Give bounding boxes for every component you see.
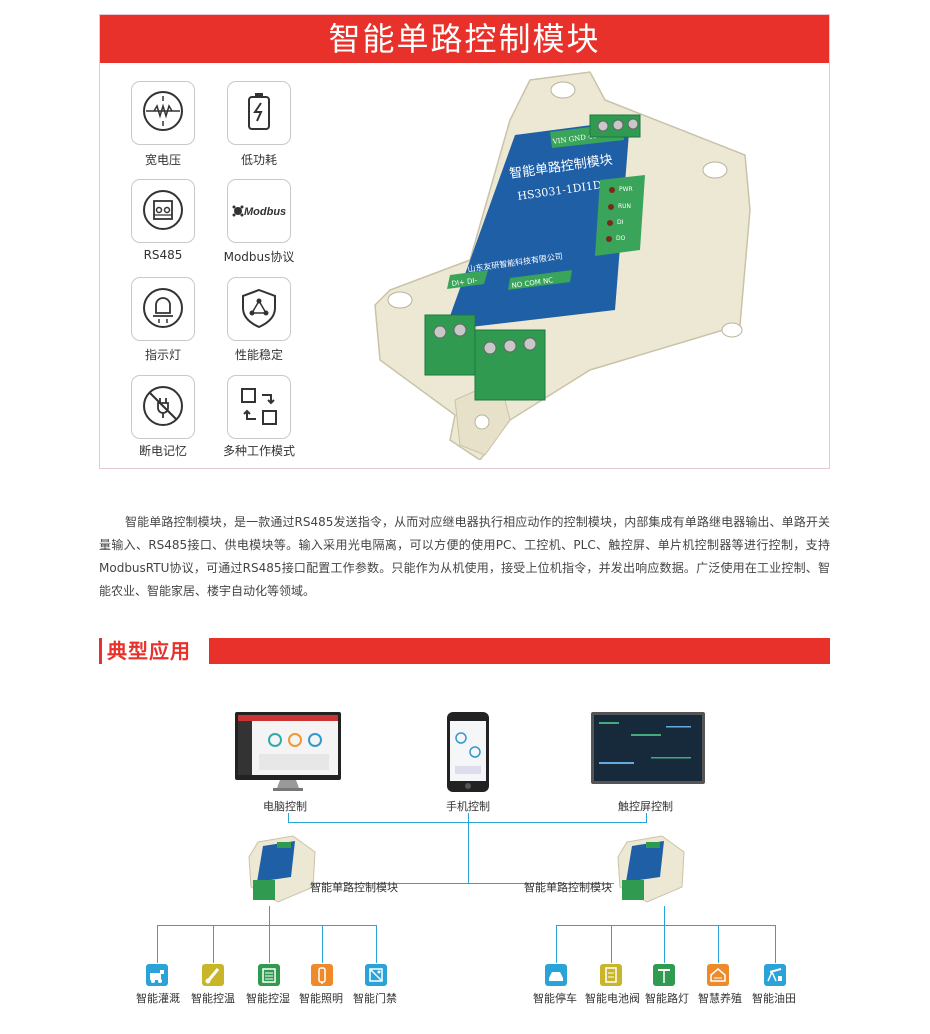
connector-line: [157, 925, 158, 963]
page-title: 智能单路控制模块: [100, 15, 829, 63]
connector-line: [213, 925, 214, 963]
connector-line: [269, 925, 270, 963]
led-label: RUN: [618, 203, 631, 210]
thermometer-icon: [202, 964, 224, 986]
product-description: 智能单路控制模块，是一款通过RS485发送指令，从而对应继电器执行相应动作的控制…: [99, 515, 830, 598]
connector-line: [157, 925, 376, 926]
multi-mode-icon: [227, 375, 291, 439]
computer-monitor-image: [235, 712, 341, 792]
connector-line: [468, 822, 469, 884]
feature-label: 宽电压: [144, 153, 181, 167]
application-label: 智慧养殖: [698, 992, 742, 1005]
feature-label: 断电记忆: [138, 444, 187, 458]
connector-line: [556, 925, 775, 926]
parking-icon: [545, 964, 567, 986]
connector-line: [308, 883, 614, 884]
application-label: 智能控湿: [246, 992, 290, 1005]
feature-label: RS485: [143, 248, 183, 262]
connector-line: [611, 925, 612, 963]
application-label: 智能停车: [533, 992, 577, 1005]
module-label: 智能单路控制模块: [310, 881, 398, 894]
section-title: 典型应用: [107, 639, 191, 663]
application-label: 智能灌溉: [136, 992, 180, 1005]
connector-line: [288, 822, 647, 823]
led-label: PWR: [619, 186, 633, 193]
control-label: 手机控制: [446, 800, 490, 813]
connector-line: [468, 813, 469, 823]
modbus-logo-icon: Modbus: [227, 179, 291, 243]
connector-line: [269, 906, 270, 926]
low-power-battery-icon: [227, 81, 291, 145]
indicator-light-icon: [131, 277, 195, 341]
connector-line: [646, 813, 647, 823]
application-label: 智能门禁: [353, 992, 397, 1005]
led-label: DI: [617, 219, 624, 226]
section-marker: [99, 638, 102, 664]
connector-line: [376, 925, 377, 963]
feature-label: 指示灯: [144, 348, 181, 362]
rs485-connector-icon: [131, 179, 195, 243]
control-label: 电脑控制: [263, 800, 307, 813]
application-label: 智能电池阀: [585, 992, 640, 1005]
control-label: 触控屏控制: [618, 800, 673, 813]
street-light-icon: [653, 964, 675, 986]
led-label: DO: [616, 235, 626, 242]
farming-icon: [707, 964, 729, 986]
section-bar: [209, 638, 830, 664]
irrigation-icon: [146, 964, 168, 986]
humidity-icon: [258, 964, 280, 986]
connector-line: [556, 925, 557, 963]
power-off-memory-icon: [131, 375, 195, 439]
connector-line: [288, 813, 289, 823]
lamp-icon: [311, 964, 333, 986]
wide-voltage-icon: [131, 81, 195, 145]
connector-line: [718, 925, 719, 963]
connector-line: [322, 925, 323, 963]
module-label: 智能单路控制模块: [524, 881, 612, 894]
feature-label: 低功耗: [240, 153, 277, 167]
mobile-phone-image: [447, 712, 489, 792]
module-image: [612, 832, 688, 908]
application-label: 智能油田: [752, 992, 796, 1005]
modbus-logo-text: Modbus: [244, 206, 286, 218]
touch-screen-image: [591, 712, 705, 784]
oil-field-icon: [764, 964, 786, 986]
section-header: 典型应用: [99, 638, 830, 664]
connector-line: [775, 925, 776, 963]
connector-line: [664, 906, 665, 926]
connector-line: [664, 925, 665, 963]
device-image: VIN GND 485A 485B 智能单路控制模块 HS3031-1DI1DO…: [374, 71, 751, 460]
battery-valve-icon: [600, 964, 622, 986]
feature-label: Modbus协议: [223, 250, 295, 264]
module-image: [243, 832, 319, 908]
bottom-left-terminal-label: DI+ DI-: [451, 276, 478, 288]
application-label: 智能控温: [191, 992, 235, 1005]
feature-label: 性能稳定: [234, 348, 283, 362]
application-label: 智能路灯: [645, 992, 689, 1005]
feature-label: 多种工作模式: [222, 444, 295, 458]
application-label: 智能照明: [299, 992, 343, 1005]
access-control-icon: [365, 964, 387, 986]
stable-shield-icon: [227, 277, 291, 341]
